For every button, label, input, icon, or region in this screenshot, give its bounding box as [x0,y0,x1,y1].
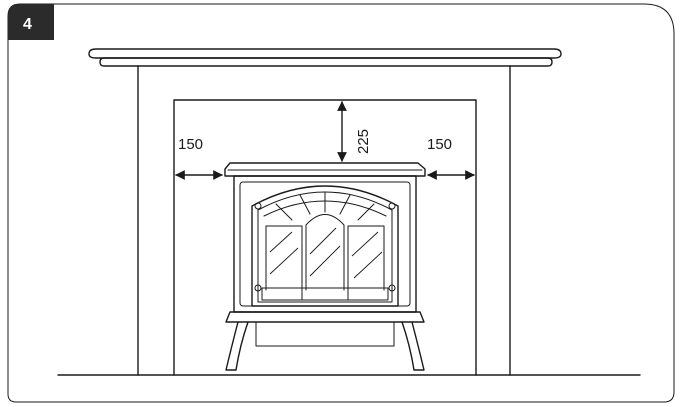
step-badge: 4 [8,4,54,40]
figure-frame [7,3,675,403]
clearance-arrows [175,101,475,180]
mantel-shelf [88,48,562,67]
left-clearance-label: 150 [178,136,203,153]
right-clearance-label: 150 [427,136,452,153]
fireplace-opening [173,99,477,376]
fireplace-surround [137,65,511,376]
top-clearance-label: 225 [355,129,372,154]
stove [224,162,426,371]
step-number: 4 [23,16,32,33]
